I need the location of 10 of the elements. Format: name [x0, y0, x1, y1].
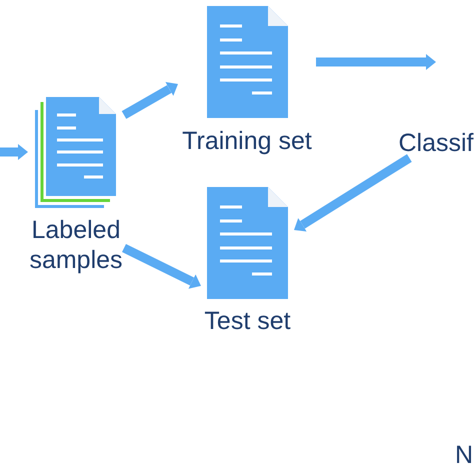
node-label: Test set	[204, 306, 291, 336]
arrow	[122, 244, 203, 290]
node-label: Training set	[182, 126, 312, 156]
arrow	[0, 144, 28, 160]
arrow	[316, 54, 436, 70]
arrow	[122, 80, 180, 119]
text-label: N	[455, 440, 474, 470]
node-label: Classif	[398, 128, 474, 158]
node-label: Labeled samples	[28, 215, 124, 275]
arrow	[292, 154, 412, 234]
